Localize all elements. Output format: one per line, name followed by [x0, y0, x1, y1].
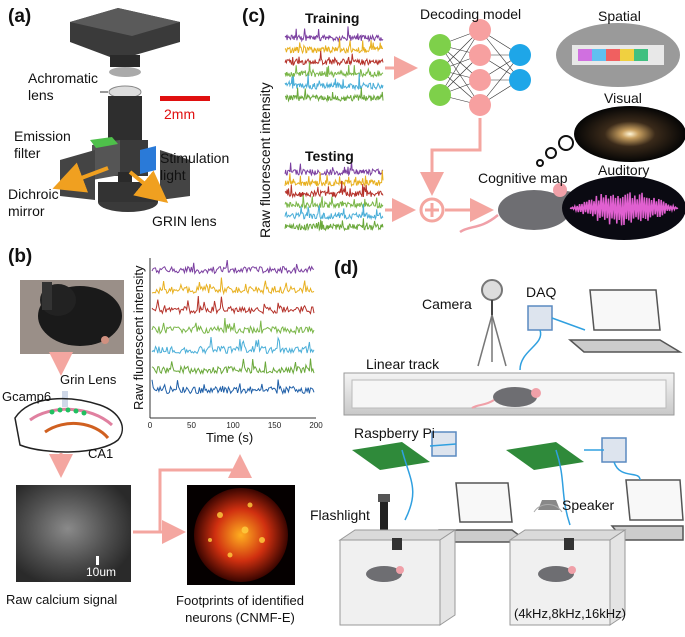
x-tick-label: 150	[268, 421, 282, 430]
flashlight-icon	[378, 494, 390, 530]
auditory-stimulus-image	[562, 176, 685, 240]
panel-label-d: (d)	[334, 258, 359, 279]
training-label: Training	[305, 10, 360, 26]
scale-bar	[160, 96, 210, 101]
testing-trace-line	[284, 203, 384, 221]
frequencies-label: (4kHz,8kHz,16kHz)	[514, 606, 626, 621]
trace-series-line	[151, 295, 315, 316]
stimulation-light-label: Stimulation light	[160, 150, 230, 183]
spatial-map-image	[556, 23, 680, 87]
training-trace-line	[284, 87, 384, 103]
trace-xlabel: Time (s)	[206, 430, 254, 445]
network-node	[429, 59, 451, 81]
network-edge	[439, 29, 481, 96]
mouse-photo	[20, 280, 124, 354]
panel-c-ylabel: Raw fluorescent intensity	[257, 82, 273, 238]
network-node	[469, 69, 491, 91]
decoding-network	[429, 19, 531, 116]
trace-series-line	[151, 317, 315, 335]
flashlight-label: Flashlight	[310, 507, 370, 523]
trace-series-line	[151, 260, 315, 275]
decoding-model-label: Decoding model	[420, 6, 522, 22]
testing-trace-line	[284, 170, 384, 188]
x-tick-label: 200	[309, 421, 323, 430]
network-node	[469, 44, 491, 66]
trace-series-line	[151, 277, 315, 296]
grin-lens-label-b: Grin Lens	[60, 372, 117, 387]
x-tick-label: 50	[187, 421, 196, 430]
trace-series-line	[151, 336, 315, 355]
auditory-label: Auditory	[598, 162, 650, 178]
speaker-icon	[533, 500, 563, 513]
training-trace-line	[284, 50, 384, 67]
cognitive-map-label: Cognitive map	[478, 170, 568, 186]
network-node	[469, 94, 491, 116]
testing-trace-line	[284, 218, 384, 232]
network-node	[469, 19, 491, 41]
spatial-label: Spatial	[598, 8, 641, 24]
network-node	[509, 69, 531, 91]
achromatic-lens-label: Achromatic lens	[28, 70, 99, 103]
calcium-scale-label: 10um	[86, 565, 117, 579]
raw-calcium-signal-label: Raw calcium signal	[6, 592, 118, 607]
dichroic-mirror-label: Dichroic mirror	[8, 186, 59, 219]
daq-device	[519, 305, 553, 371]
footprints-label: Footprints of identified neurons (CNMF-E…	[176, 593, 304, 625]
mouse-icon	[459, 183, 580, 234]
camera-label: Camera	[422, 296, 472, 312]
camera-icon	[477, 279, 507, 367]
network-node	[429, 34, 451, 56]
testing-trace-line	[284, 160, 384, 177]
testing-trace-line	[284, 194, 384, 210]
training-traces	[284, 26, 384, 103]
trace-series-line	[151, 358, 315, 375]
hippocampus-sketch	[14, 391, 123, 453]
trace-ylabel: Raw fluorescent intensity	[131, 265, 146, 410]
visual-label: Visual	[604, 90, 642, 106]
enclosure-box	[508, 529, 627, 626]
ca1-label: CA1	[88, 446, 114, 461]
training-trace-line	[284, 73, 384, 91]
network-node	[509, 44, 531, 66]
training-trace-line	[284, 38, 384, 55]
panel-label-a: (a)	[8, 6, 32, 27]
raw-calcium-image	[16, 485, 131, 582]
x-tick-label: 0	[148, 421, 153, 430]
testing-traces	[284, 160, 384, 232]
trace-series-line	[151, 379, 315, 396]
laptop-icon	[567, 289, 683, 353]
linear-track-label: Linear track	[366, 356, 440, 372]
testing-label: Testing	[305, 148, 354, 164]
raspberry-pi-label: Raspberry Pi	[354, 425, 435, 441]
network-node	[429, 84, 451, 106]
daq-label: DAQ	[526, 284, 557, 300]
grin-lens-label: GRIN lens	[152, 213, 217, 229]
training-trace-line	[284, 62, 384, 79]
panel-label-b: (b)	[8, 246, 33, 267]
panel-label-c: (c)	[242, 6, 266, 27]
microscope-illustration	[52, 8, 190, 212]
trace-chart: 0 50 100 150 200	[148, 258, 323, 430]
enclosure-box	[338, 529, 457, 626]
x-tick-label: 100	[226, 421, 240, 430]
laptop-icon	[438, 479, 684, 543]
training-trace-line	[284, 26, 384, 43]
testing-trace-line	[284, 180, 384, 199]
speaker-label: Speaker	[562, 497, 615, 513]
gcamp-label: Gcamp6	[2, 389, 52, 404]
sum-operator-icon	[419, 197, 445, 223]
emission-filter-label: Emission filter	[14, 128, 71, 161]
linear-track	[343, 372, 675, 416]
scale-bar-label: 2mm	[164, 106, 196, 122]
visual-stimulus-image	[574, 106, 685, 162]
raspberry-pi-board	[352, 442, 584, 470]
